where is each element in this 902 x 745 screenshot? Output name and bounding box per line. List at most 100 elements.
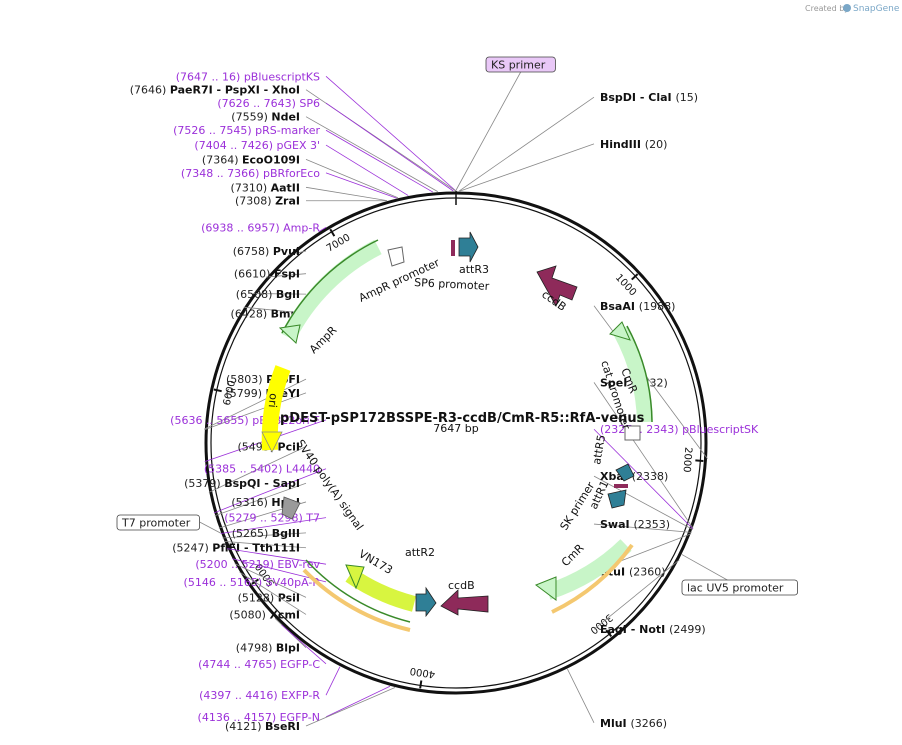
feature-ccdb-top (536, 265, 578, 307)
site-leader-line (567, 668, 595, 724)
enzyme-site-label: (5379) BspQI - SapI (184, 477, 300, 490)
enzyme-site-label: MluI (3266) (600, 717, 667, 730)
primer-coords: (2327 .. 2343) (600, 423, 682, 436)
enzyme-site-label: (7646) PaeR7I - PspXI - XhoI (130, 84, 300, 97)
boxed-label-text: KS primer (491, 59, 546, 72)
primer-coords: (7348 .. 7366) (181, 167, 263, 180)
enzyme-position: (5803) (226, 373, 266, 386)
primer-name: EGFP-N (280, 711, 320, 724)
feature-label-ampr: AmpR (307, 323, 340, 356)
boxed-label-frame (681, 579, 798, 596)
enzyme-position: (5247) (172, 542, 212, 555)
boxed-label-frame (485, 56, 556, 73)
boxed-label-frame (116, 514, 200, 531)
site-leader-line (593, 382, 694, 529)
enzyme-position: (2499) (669, 623, 706, 636)
site-leader-line (325, 172, 397, 199)
enzyme-site-label: (5247) PflFI - Tth111I (172, 542, 300, 555)
snapgene-logo-icon (843, 4, 851, 12)
site-leader-line (305, 687, 396, 727)
tick-mark (631, 273, 639, 281)
site-leader-line (325, 666, 341, 696)
enzyme-name: SwaI (600, 518, 633, 531)
feature-ccdb-bottom (440, 589, 489, 616)
primer-site-label: (7526 .. 7545) pRS-marker (173, 124, 320, 137)
site-leader-line (593, 428, 694, 530)
enzyme-position: (5799) (225, 387, 265, 400)
site-leader-line (253, 293, 307, 295)
primer-name: SV40pA-R (266, 576, 321, 589)
enzyme-site-label: (4798) BlpI (236, 642, 300, 655)
enzyme-position: (6428) (231, 307, 271, 320)
primer-site-label: (5385 .. 5402) L4440 (204, 463, 320, 476)
enzyme-name: BseRI (265, 720, 300, 733)
feature-vn173-edge (305, 559, 411, 623)
enzyme-site-label: BsaAI (1988) (600, 300, 675, 313)
enzyme-name: BspDI - ClaI (600, 91, 675, 104)
site-leader-line (325, 685, 391, 718)
enzyme-position: (7364) (202, 153, 242, 166)
primer-coords: (6938 .. 6957) (201, 221, 283, 234)
primer-site-label: (4397 .. 4416) EXFP-R (199, 689, 320, 702)
enzyme-site-label: (5080) XcmI (229, 608, 300, 621)
primer-coords: (7404 .. 7426) (194, 139, 276, 152)
enzyme-position: (5128) (238, 591, 278, 604)
enzyme-site-label: (6610) FspI (234, 268, 300, 281)
primer-name: EXFP-R (281, 689, 320, 702)
enzyme-position: (15) (675, 91, 698, 104)
primer-name: Amp-R (283, 221, 320, 234)
enzyme-site-label: EagI - NotI (2499) (600, 623, 706, 636)
primer-coords: (7626 .. 7643) (217, 97, 299, 110)
feature-ampr-head (278, 324, 301, 344)
site-leader-line (214, 482, 307, 517)
enzyme-position: (20) (645, 138, 668, 151)
site-leader-line (234, 563, 307, 598)
tick-mark (605, 629, 613, 637)
primer-name: pGEX 3' (276, 139, 320, 152)
enzyme-position: (2360) (629, 565, 666, 578)
feature-label-cmr-lower: CmR (559, 541, 587, 569)
site-leader-line (204, 392, 307, 431)
enzyme-name: PvuI (273, 245, 300, 258)
primer-coords: (4136 .. 4157) (198, 711, 280, 724)
feature-attr1-arrow (607, 489, 627, 509)
enzyme-site-label: (6508) BglI (236, 288, 300, 301)
enzyme-position: (2338) (632, 470, 669, 483)
tick-label: 6000 (222, 379, 238, 406)
primer-name: pBRforEco (263, 167, 320, 180)
site-leader-line (318, 227, 327, 232)
enzyme-site-label: HindIII (20) (600, 138, 667, 151)
enzyme-position: (1988) (639, 300, 676, 313)
feature-attr-block (614, 484, 628, 488)
primer-site-label: (7647 .. 16) pBluescriptKS (176, 70, 320, 83)
feature-label-ccdb-bottom: ccdB (448, 579, 475, 592)
feature-label-attr3: attR3 (459, 263, 489, 276)
feature-cmr-right-head (609, 321, 631, 341)
enzyme-name: EcoO109I (242, 153, 300, 166)
primer-site-label: (7348 .. 7366) pBRforEco (181, 167, 320, 180)
primer-site-label: (4136 .. 4157) EGFP-N (198, 711, 320, 724)
enzyme-position: (4121) (225, 720, 265, 733)
site-leader-line (213, 468, 327, 514)
enzyme-site-label: (7559) NdeI (231, 111, 300, 124)
primer-site-label: (5146 .. 5165) SV40pA-R (184, 576, 321, 589)
enzyme-site-label: (5128) PsiI (238, 591, 300, 604)
enzyme-position: (5316) (231, 496, 271, 509)
enzyme-position: (6508) (236, 288, 276, 301)
site-leader-line (222, 532, 307, 539)
enzyme-site-label: (5799) BseYI (225, 387, 300, 400)
enzyme-name: HindIII (600, 138, 645, 151)
tick-mark (695, 459, 704, 462)
feature-attr5-arrow (615, 463, 635, 482)
enzyme-position: (5080) (229, 608, 269, 621)
primer-coords: (4397 .. 4416) (199, 689, 281, 702)
feature-ampr-arc (280, 239, 382, 341)
site-leader-line (325, 102, 454, 192)
enzyme-name: BglI (276, 288, 300, 301)
primer-coords: (5636 .. 5655) (170, 414, 252, 427)
boxed-label-leader (455, 71, 522, 192)
feature-ori-head (261, 431, 283, 453)
primer-name: SP6 (299, 97, 320, 110)
site-leader-line (223, 541, 307, 549)
feature-cmr-right-edge (626, 325, 653, 423)
